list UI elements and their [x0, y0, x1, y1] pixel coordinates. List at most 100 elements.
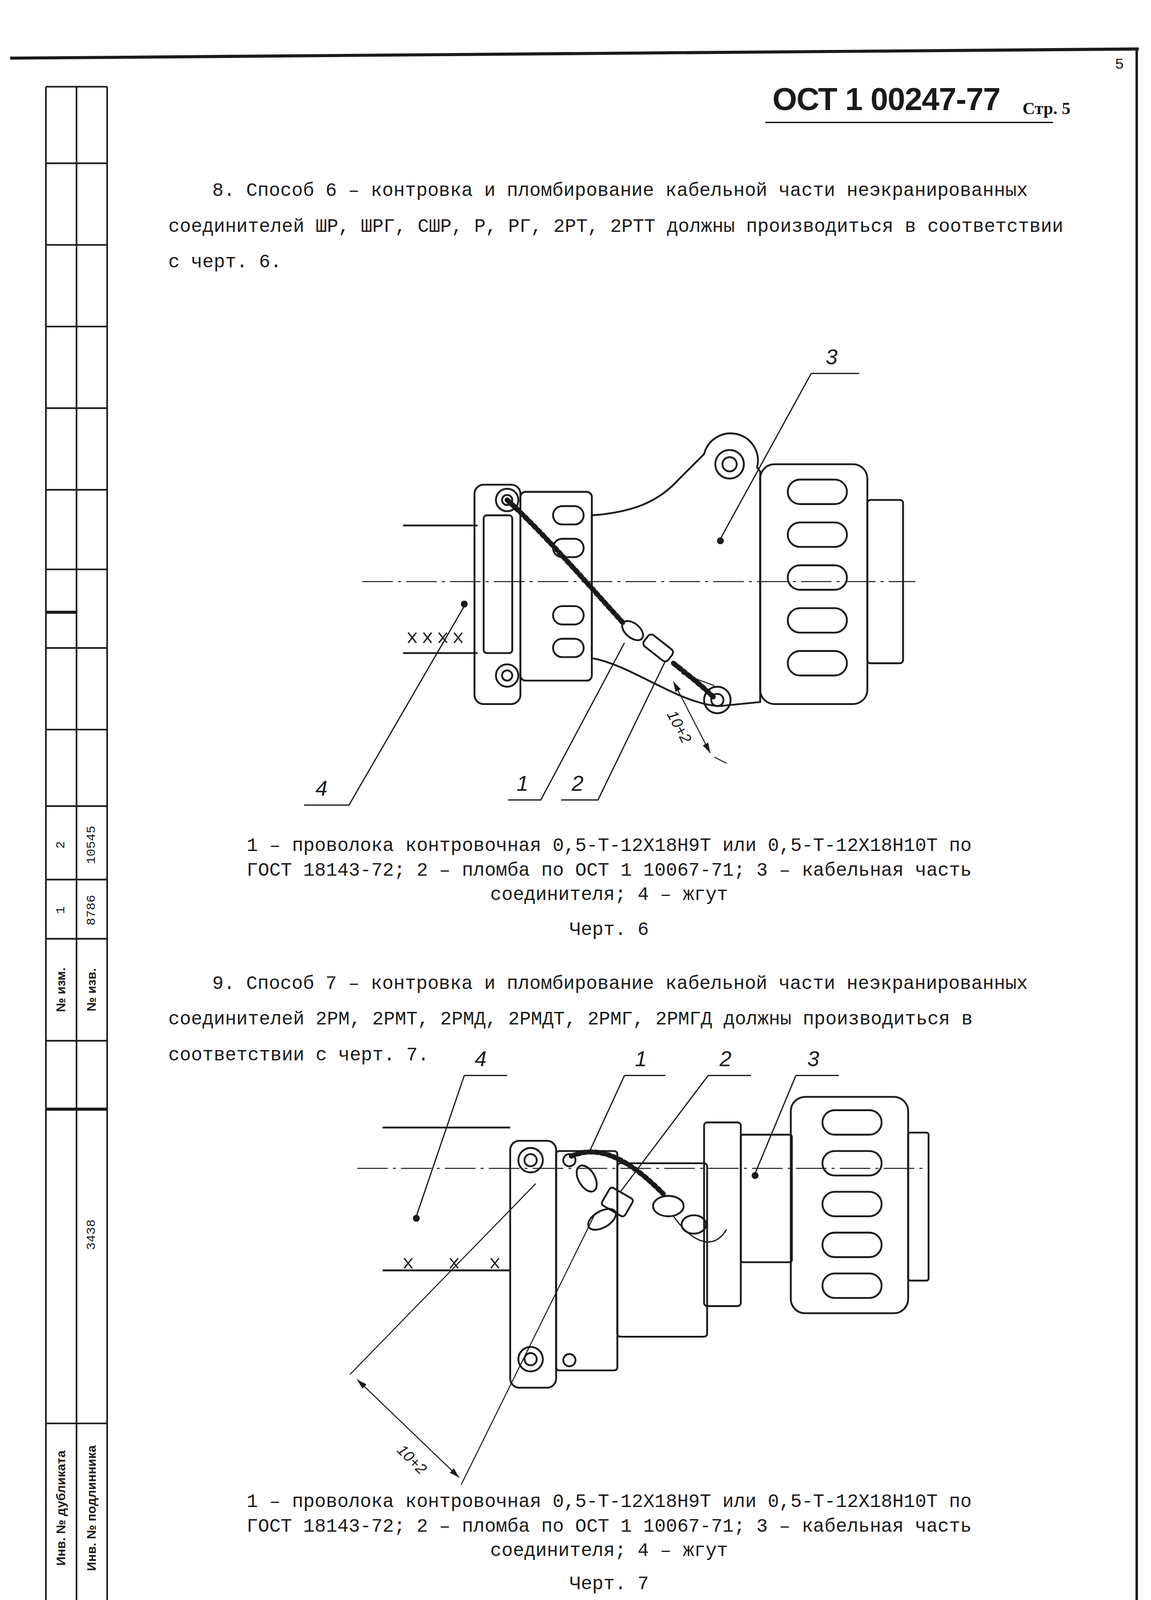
label-slot: 2	[569, 771, 586, 797]
stamp-cell: 3438	[84, 1219, 99, 1251]
drawing-line	[403, 525, 478, 654]
drawing-line	[382, 1127, 511, 1271]
drawing-line	[755, 1075, 839, 1174]
label-slot: 3	[805, 1047, 822, 1072]
figure-legend: 1 – проволока контровочная 0,5-Т-12Х18Н9…	[241, 1491, 977, 1565]
drawing-line	[571, 1152, 663, 1195]
label-slot: № изв.	[84, 968, 99, 1012]
stamp-cell: 1	[53, 906, 69, 915]
drawing-line	[787, 479, 848, 505]
drawing-line	[822, 1232, 882, 1258]
stamp-cell: 8786	[84, 895, 99, 926]
label-slot: 1	[53, 906, 69, 915]
dimension: 10+2	[662, 705, 697, 748]
drawing-line	[787, 608, 848, 634]
drawing-line	[704, 1122, 742, 1307]
drawing-line	[617, 1163, 708, 1338]
figure-number: Черт. 7	[569, 1574, 649, 1596]
drawing-line	[474, 484, 521, 705]
stamp-header: Инв. № дубликата	[53, 1450, 69, 1566]
drawing-line	[506, 500, 625, 625]
drawing-line	[822, 1151, 882, 1177]
drawing-line	[867, 500, 903, 664]
drawing-line	[461, 601, 467, 607]
drawing-line	[791, 1097, 909, 1314]
drawing-line	[553, 639, 584, 658]
drawing-line	[350, 1183, 595, 1485]
drawing-line	[553, 606, 584, 625]
paragraph: 9. Способ 7 – контровка и пломбирование …	[168, 966, 1067, 1074]
drawing-line	[483, 515, 513, 654]
drawing-line	[416, 1075, 507, 1217]
callout-number: 3	[805, 1047, 822, 1072]
drawing-line	[1135, 48, 1138, 1600]
callout-number: 4	[472, 1047, 489, 1072]
label-slot: 10+2	[662, 705, 697, 748]
label-slot: Стр. 5	[1022, 98, 1071, 120]
callout-number: 2	[569, 771, 586, 797]
drawing-line	[591, 433, 761, 707]
drawing-line	[722, 457, 737, 472]
page-frame	[10, 48, 1139, 1600]
label-slot: 4	[472, 1047, 489, 1072]
stamp-header: Инв. № подлинника	[84, 1445, 99, 1572]
stamp-cell: 10545	[84, 826, 99, 865]
label-slot: 3438	[84, 1219, 99, 1251]
stamp-header: № изв.	[84, 968, 99, 1012]
drawing-line	[618, 617, 647, 645]
drawing-line	[555, 1151, 618, 1371]
page-label: Стр. 5	[1022, 98, 1071, 120]
label-slot: 4	[313, 776, 330, 802]
drawing-line	[752, 1173, 758, 1179]
drawing-line	[357, 1168, 924, 1169]
label-slot: 2	[717, 1047, 734, 1072]
drawing-line	[704, 686, 731, 714]
drawing-line	[45, 86, 107, 1424]
label-slot: 1	[632, 1047, 649, 1072]
drawing-line	[822, 1192, 882, 1218]
drawing-line	[600, 1186, 635, 1218]
label-slot: Черт. 6	[569, 919, 649, 942]
callout-number: 3	[823, 345, 840, 370]
label-slot: 10545	[84, 826, 99, 865]
paragraph: 8. Способ 6 – контровка и пломбирование …	[168, 173, 1067, 281]
stamp-cell: 2	[53, 841, 69, 849]
drawing-line	[508, 643, 625, 801]
drawing-line	[506, 500, 625, 625]
drawing-line	[715, 450, 745, 480]
label-slot: Черт. 7	[569, 1574, 649, 1596]
drawing-line	[787, 651, 848, 676]
drawing-line	[908, 1133, 929, 1281]
drawing-line	[641, 633, 675, 664]
callout-number: 1	[514, 771, 531, 797]
drawing-line	[408, 632, 463, 644]
label-slot: 1	[514, 771, 531, 797]
label-slot: 9. Способ 7 – контровка и пломбирование …	[168, 966, 1067, 1074]
drawing-line	[362, 581, 916, 583]
page-number: 5	[1114, 56, 1124, 75]
drawing-line	[45, 1107, 107, 1112]
drawing-line	[524, 1154, 537, 1167]
connector-figure-7	[350, 1075, 929, 1486]
drawing-line	[740, 1134, 792, 1263]
drawing-line	[822, 1110, 882, 1136]
drawing-line	[620, 1075, 752, 1193]
drawing-line	[759, 464, 867, 705]
drawing-line	[822, 1273, 882, 1299]
drawing-line	[45, 610, 77, 614]
drawing-line	[518, 1347, 543, 1373]
drawing-line	[584, 1204, 620, 1235]
label-slot: 3	[823, 345, 840, 370]
drawing-line	[45, 86, 107, 1600]
connector-figure-6	[304, 373, 916, 806]
label-slot: Инв. № дубликата	[53, 1450, 69, 1566]
figure-legend: 1 – проволока контровочная 0,5-Т-12Х18Н9…	[241, 835, 977, 909]
drawing-line	[502, 670, 513, 681]
drawing-line	[589, 1075, 666, 1152]
label-slot: 8. Способ 6 – контровка и пломбирование …	[168, 173, 1067, 281]
document-title: ОСТ 1 00247-77	[772, 81, 1001, 119]
drawing-line	[681, 673, 727, 764]
drawing-line	[653, 1196, 684, 1217]
